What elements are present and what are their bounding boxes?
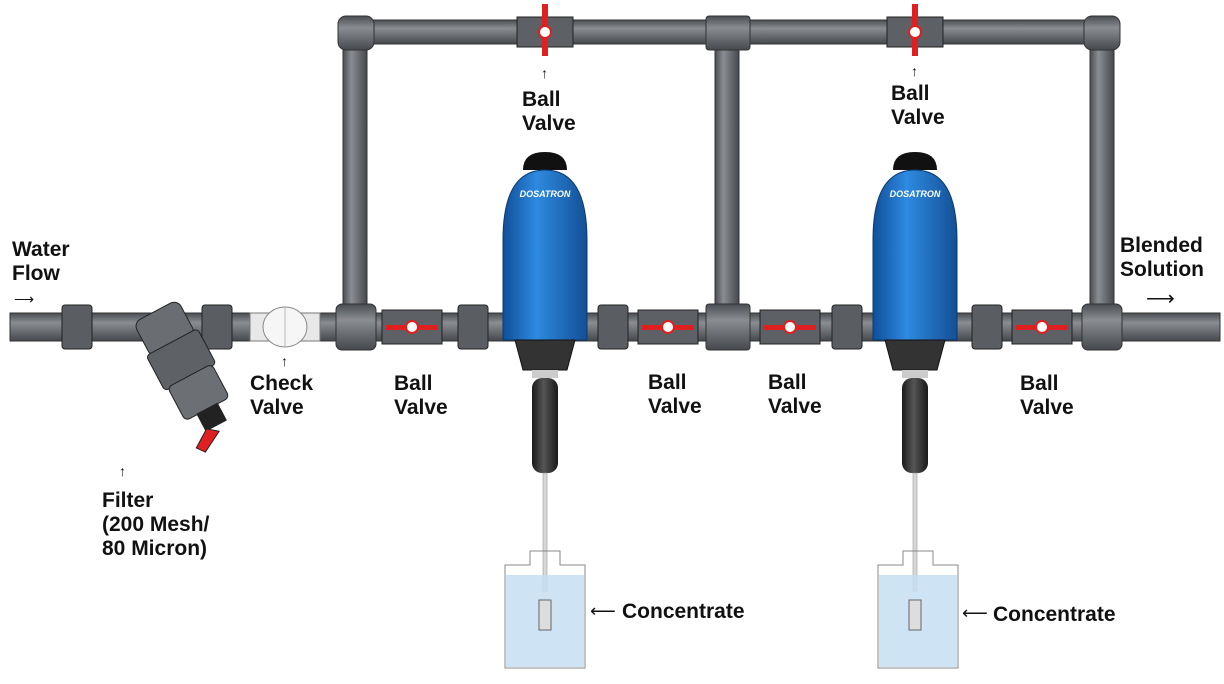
- filter-label: Filter(200 Mesh/80 Micron): [102, 489, 210, 560]
- concentrate-tank-2: [877, 550, 959, 669]
- arrow-up-icon: ↑: [541, 65, 548, 81]
- arrow-left-icon: ⟵: [590, 601, 616, 621]
- pipe-fittings: [335, 15, 1123, 351]
- flow-arrow-icon: ⟶: [1146, 288, 1175, 310]
- concentrate-tank-1: [504, 550, 586, 669]
- dosatron-pump-2: DOSATRON: [872, 152, 958, 631]
- dosatron-pump-1: DOSATRON: [502, 152, 588, 631]
- brand-logo: DOSATRON: [520, 189, 571, 199]
- flow-arrow-icon: ⟶: [14, 291, 35, 307]
- concentrate-label: Concentrate: [993, 603, 1116, 626]
- brand-logo: DOSATRON: [890, 189, 941, 199]
- arrow-up-icon: ↑: [281, 353, 288, 369]
- check-valve: [249, 306, 321, 348]
- ball-valves-bypass: [516, 4, 944, 56]
- riser-pipe-1: [342, 39, 368, 321]
- riser-pipe-2: [714, 39, 740, 321]
- arrow-left-icon: ⟵: [962, 603, 988, 623]
- concentrate-label: Concentrate: [622, 600, 745, 623]
- ball-valves-main: [381, 309, 1073, 345]
- filter: [135, 301, 229, 453]
- arrow-up-icon: ↑: [119, 463, 126, 479]
- riser-pipe-3: [1089, 39, 1115, 321]
- arrow-up-icon: ↑: [911, 63, 918, 79]
- union-fittings: [61, 304, 1003, 350]
